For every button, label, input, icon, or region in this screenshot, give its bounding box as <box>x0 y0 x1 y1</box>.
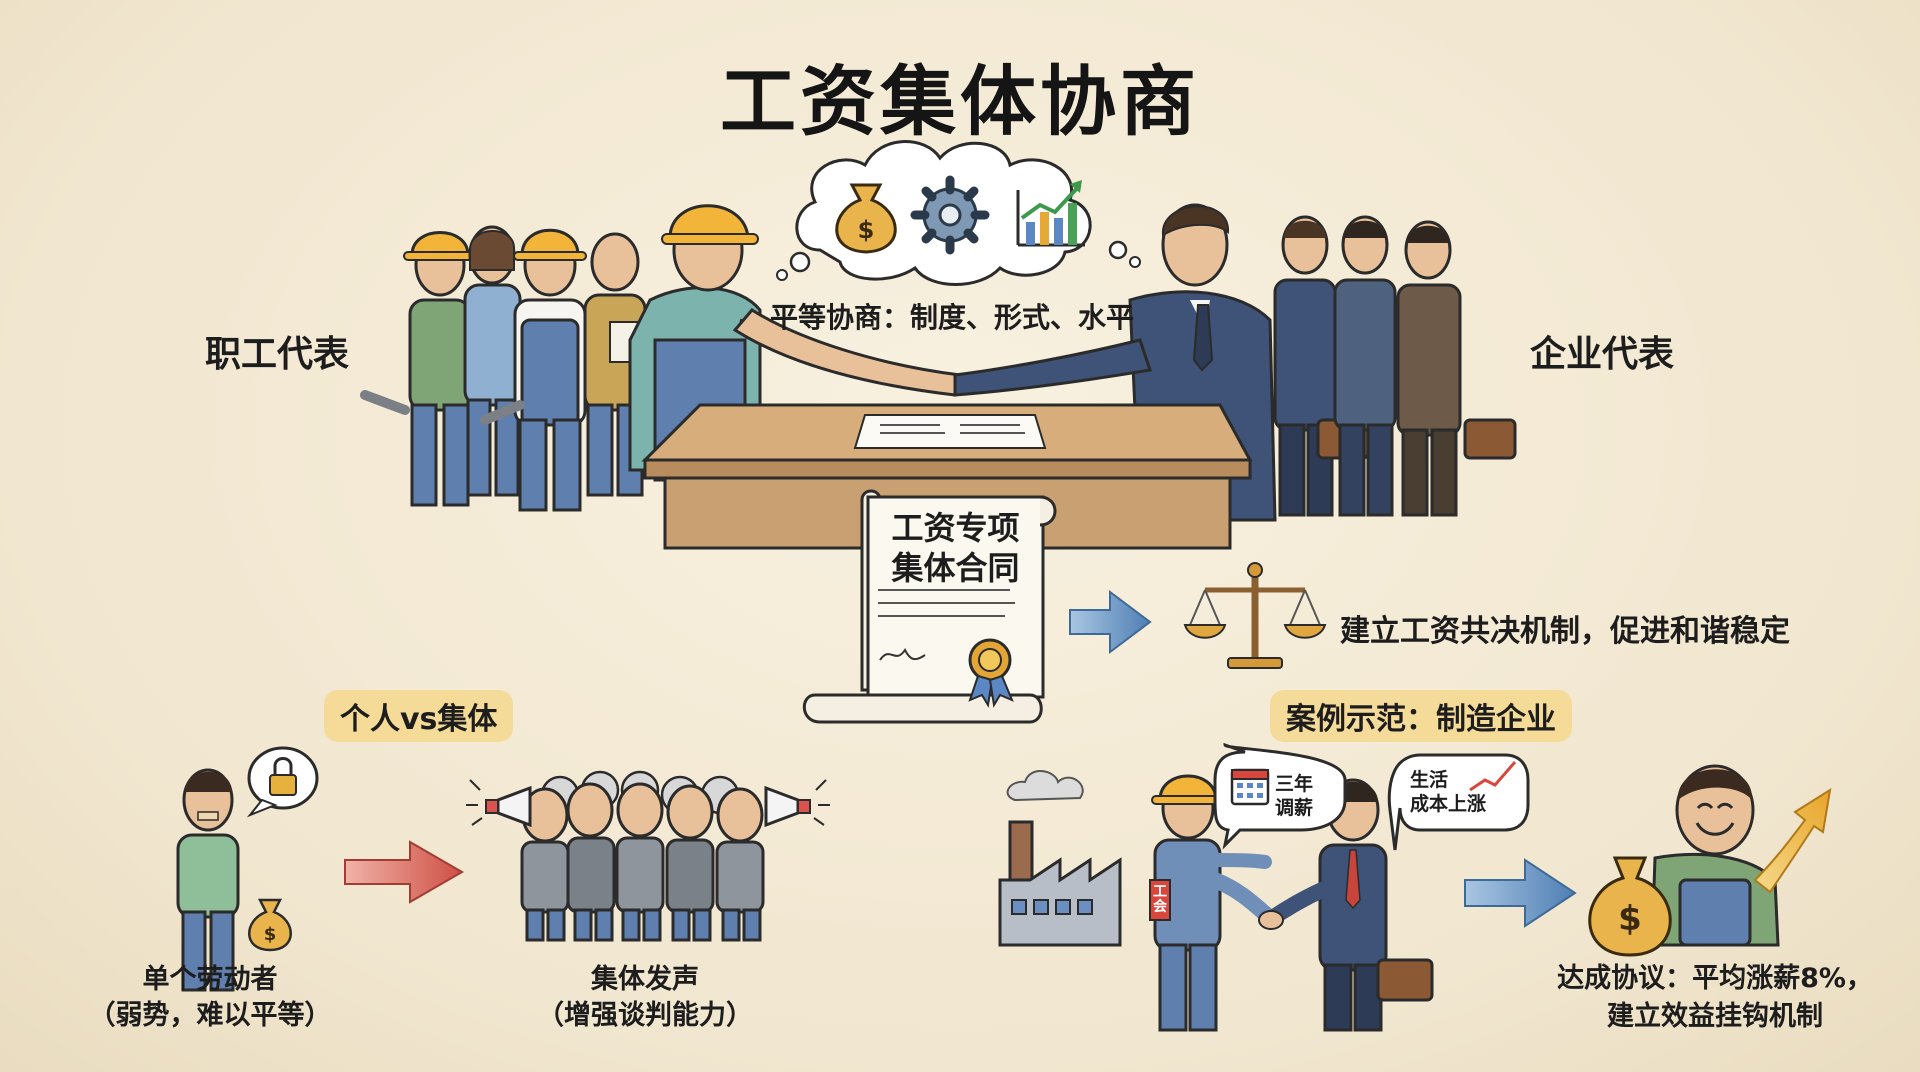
bubble-left-text: 三年 调薪 <box>1275 772 1313 820</box>
factory-icon <box>998 770 1122 947</box>
section-heading-individual-vs-collective: 个人vs集体 <box>324 690 514 742</box>
workers-group <box>360 204 962 512</box>
union-armband-label: 工会 <box>1153 884 1167 915</box>
small-money-bag-icon: $ <box>248 898 292 952</box>
collective-caption-line2: （增强谈判能力） <box>537 1000 753 1031</box>
contract-scroll <box>802 489 1057 724</box>
contract-title-line2: 集体合同 <box>891 549 1020 587</box>
balance-scale-icon <box>1183 562 1327 669</box>
bubble-right-line2: 成本上涨 <box>1410 793 1487 815</box>
worker-figure <box>480 228 587 512</box>
case-result: 达成协议：平均涨薪8%， 建立效益挂钩机制 <box>1530 960 1900 1036</box>
bubble-left-line1: 三年 <box>1275 773 1314 795</box>
outcome-text: 建立工资共决机制，促进和谐稳定 <box>1340 614 1790 649</box>
arrow-right-icon <box>1069 590 1152 654</box>
business-figure <box>1396 220 1517 517</box>
speech-bubble-right <box>1387 753 1530 851</box>
collective-caption: 集体发声 （增强谈判能力） <box>520 962 770 1034</box>
collective-caption-line1: 集体发声 <box>591 964 699 995</box>
bubble-right-text: 生活 成本上涨 <box>1410 768 1486 816</box>
section-heading-case-study: 案例示范：制造企业 <box>1270 690 1572 742</box>
speech-bubble-left <box>1213 742 1347 850</box>
crowd-group <box>466 770 830 942</box>
contract-title-line1: 工资专项 <box>891 509 1020 547</box>
page-title: 工资集体协商 <box>720 57 1200 146</box>
rising-trend-icon <box>1469 761 1517 792</box>
business-figure <box>1333 215 1397 517</box>
negotiation-note: 平等协商：制度、形式、水平 <box>770 301 1135 334</box>
business-figure <box>1273 215 1370 517</box>
growth-arrow-icon <box>1753 787 1832 894</box>
seal-icon <box>968 638 1014 708</box>
single-worker <box>176 768 240 992</box>
megaphone-icon <box>764 779 830 828</box>
lock-icon <box>269 757 297 796</box>
worker-representatives-label: 职工代表 <box>205 334 350 375</box>
svg-text:$: $ <box>264 924 277 945</box>
megaphone-icon <box>466 779 532 828</box>
money-bag-icon: $ <box>835 183 897 254</box>
case-result-line2: 建立效益挂钩机制 <box>1607 1001 1823 1032</box>
bubble-left-line2: 调薪 <box>1275 797 1314 819</box>
bubble-right-line1: 生活 <box>1410 769 1449 791</box>
contract-title: 工资专项 集体合同 <box>868 508 1043 588</box>
growth-chart-icon <box>1016 180 1085 247</box>
worker-figure <box>463 225 522 497</box>
gear-icon <box>910 175 990 255</box>
enterprise-representatives-label: 企业代表 <box>1530 334 1675 375</box>
lock-speech-bubble <box>246 746 319 818</box>
svg-text:$: $ <box>1618 899 1642 939</box>
individual-caption-line1: 单个劳动者 <box>142 964 278 995</box>
case-result-line1: 达成协议：平均涨薪8%， <box>1557 963 1873 994</box>
large-money-bag-icon: $ <box>1588 856 1672 957</box>
calendar-icon <box>1230 768 1270 806</box>
worker-figure <box>360 231 477 507</box>
arrow-right-red-icon <box>344 840 465 904</box>
svg-text:$: $ <box>858 216 875 244</box>
individual-caption-line2: （弱势，难以平等） <box>88 1000 332 1031</box>
arrow-right-icon <box>1464 858 1577 928</box>
individual-caption: 单个劳动者 （弱势，难以平等） <box>85 962 335 1034</box>
happy-worker <box>1650 764 1780 947</box>
